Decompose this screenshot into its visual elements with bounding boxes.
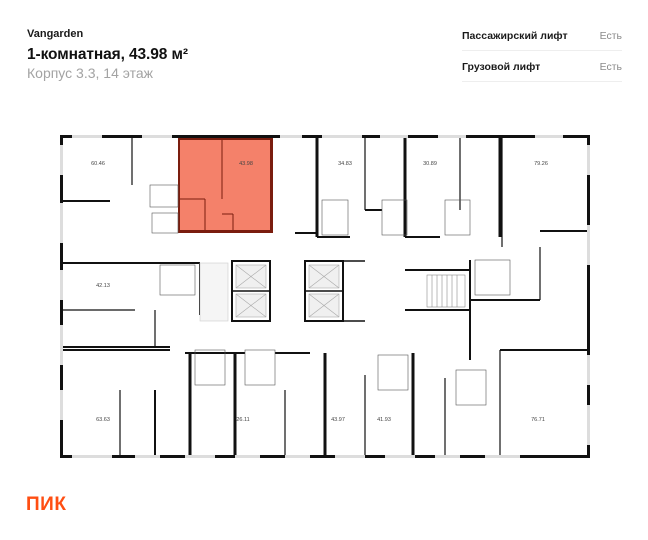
apartment-area: 42.13 — [96, 283, 110, 289]
apartment-area: 79.26 — [534, 161, 548, 167]
feature-value: Есть — [599, 30, 622, 42]
project-name: Vangarden — [27, 28, 84, 40]
pik-logo: ПИК — [26, 494, 67, 515]
floor-plan: 60.46 43.98 34.83 30.89 79.26 42.13 63.6… — [60, 135, 590, 458]
feature-passenger-lift: Пассажирский лифт Есть — [462, 22, 622, 51]
elevator-icons — [199, 262, 340, 322]
apartment-area: 43.98 — [239, 161, 253, 167]
apartment-area: 43.97 — [331, 417, 345, 423]
feature-label: Пассажирский лифт — [462, 30, 568, 42]
features-list: Пассажирский лифт Есть Грузовой лифт Ест… — [462, 22, 622, 82]
apartment-area: 76.71 — [531, 417, 545, 423]
windows — [60, 135, 590, 458]
apartment-area: 34.83 — [338, 161, 352, 167]
apartment-area: 60.46 — [91, 161, 105, 167]
stairwell — [426, 274, 466, 308]
feature-label: Грузовой лифт — [462, 61, 541, 73]
selected-apartment[interactable] — [178, 137, 273, 233]
bathrooms — [149, 184, 511, 406]
feature-freight-lift: Грузовой лифт Есть — [462, 53, 622, 82]
feature-value: Есть — [599, 61, 622, 73]
apartment-location: Корпус 3.3, 14 этаж — [27, 65, 153, 81]
apartment-area: 63.63 — [96, 417, 110, 423]
apartment-area: 30.89 — [423, 161, 437, 167]
apartment-area-labels: 60.46 43.98 34.83 30.89 79.26 42.13 63.6… — [91, 161, 548, 423]
apartment-title: 1-комнатная, 43.98 м² — [27, 46, 188, 63]
apartment-area: 41.93 — [377, 417, 391, 423]
apartment-area: 26.11 — [236, 417, 249, 423]
